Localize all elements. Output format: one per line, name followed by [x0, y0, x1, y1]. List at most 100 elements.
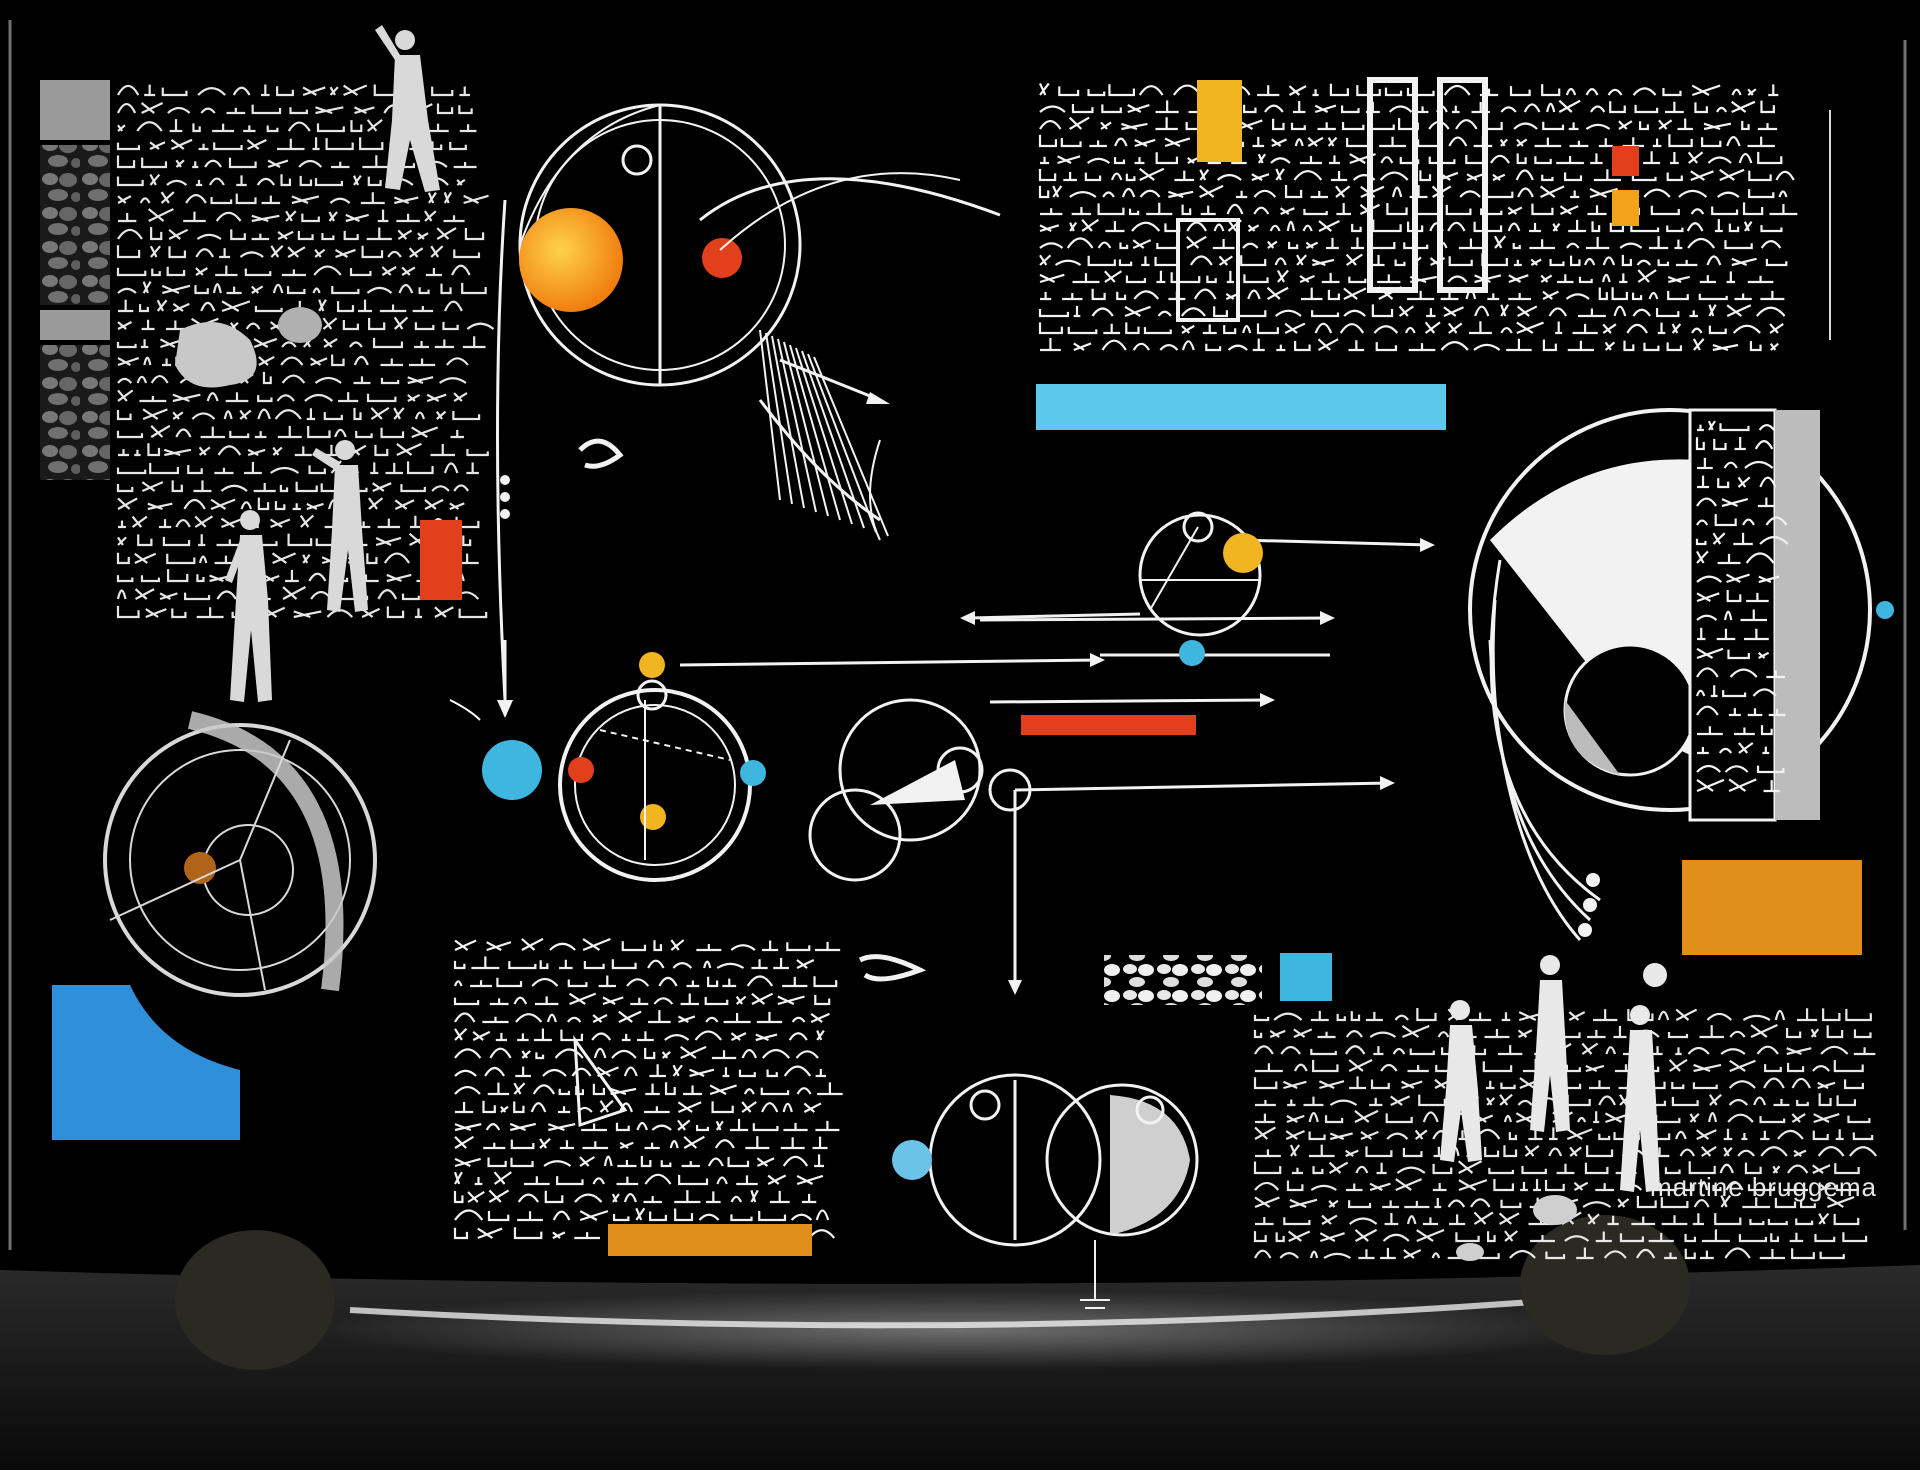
etched-glyph-icon: [715, 1120, 724, 1131]
etched-glyph-icon: [266, 125, 279, 133]
etched-glyph-icon: [1494, 235, 1507, 249]
etched-glyph-icon: [1657, 259, 1670, 267]
etched-glyph-icon: [1516, 138, 1528, 147]
etched-glyph-icon: [1728, 223, 1740, 233]
etched-glyph-icon: [1349, 1076, 1367, 1090]
etched-glyph-icon: [453, 392, 468, 402]
etched-glyph-icon: [1785, 1027, 1802, 1039]
etched-glyph-icon: [738, 1069, 756, 1078]
etched-glyph-icon: [1282, 1080, 1307, 1090]
etched-glyph-icon: [368, 318, 386, 331]
center-diagrams: [482, 511, 1435, 995]
etched-glyph-icon: [546, 1013, 557, 1023]
etched-glyph-icon: [1503, 1114, 1512, 1123]
etched-glyph-icon: [1718, 747, 1733, 754]
etched-glyph-icon: [707, 976, 719, 988]
etched-glyph-icon: [1542, 290, 1559, 300]
etched-glyph-icon: [1300, 287, 1323, 301]
etched-glyph-icon: [746, 975, 774, 987]
etched-glyph-icon: [1650, 205, 1680, 216]
etched-glyph-icon: [1695, 1129, 1717, 1141]
glyph-column-right: [1695, 420, 1789, 793]
etched-glyph-icon: [1559, 205, 1579, 216]
etched-glyph-icon: [1345, 1149, 1359, 1158]
etched-glyph-icon: [408, 358, 436, 367]
etched-glyph-icon: [686, 980, 700, 988]
etched-glyph-icon: [1480, 208, 1503, 216]
etched-glyph-icon: [366, 286, 393, 294]
etched-glyph-icon: [254, 431, 267, 439]
etched-glyph-icon: [350, 120, 363, 133]
etched-glyph-icon: [134, 449, 141, 457]
etched-glyph-icon: [386, 606, 405, 619]
etched-glyph-icon: [139, 395, 167, 403]
etched-glyph-icon: [730, 1032, 747, 1041]
etched-glyph-icon: [1632, 308, 1652, 317]
etched-glyph-icon: [212, 123, 235, 133]
etched-glyph-icon: [449, 141, 467, 151]
etched-glyph-icon: [459, 124, 477, 133]
etched-glyph-icon: [1750, 1024, 1778, 1039]
etched-glyph-icon: [1757, 497, 1775, 508]
etched-glyph-icon: [621, 1033, 631, 1042]
hatched-box: [1176, 218, 1240, 322]
etched-glyph-icon: [1698, 293, 1728, 301]
etched-glyph-icon: [276, 394, 295, 402]
etched-glyph-icon: [707, 1157, 724, 1167]
etched-glyph-icon: [361, 245, 384, 259]
etched-glyph-icon: [1591, 221, 1601, 233]
etched-glyph-icon: [1255, 1063, 1283, 1073]
etched-glyph-icon: [1524, 1144, 1540, 1157]
etched-glyph-icon: [1392, 1047, 1406, 1055]
etched-glyph-icon: [1619, 1233, 1645, 1243]
etched-glyph-icon: [170, 138, 193, 151]
etched-glyph-icon: [610, 1087, 637, 1096]
table-glow: [310, 1290, 1610, 1370]
etched-glyph-icon: [515, 1013, 543, 1023]
etched-glyph-icon: [1684, 1233, 1697, 1243]
etched-glyph-icon: [1081, 218, 1100, 232]
etched-glyph-icon: [1737, 1149, 1755, 1157]
etched-glyph-icon: [349, 268, 372, 277]
etched-glyph-icon: [677, 1101, 702, 1114]
etched-glyph-icon: [1345, 1030, 1363, 1038]
etched-glyph-icon: [513, 1227, 543, 1240]
etched-glyph-icon: [1509, 86, 1531, 97]
etched-glyph-icon: [1723, 610, 1733, 621]
etched-glyph-icon: [247, 448, 266, 457]
etched-glyph-icon: [1254, 1045, 1274, 1055]
etched-glyph-icon: [1699, 1025, 1724, 1039]
etched-glyph-icon: [1826, 1025, 1844, 1039]
fan-line: [813, 356, 889, 537]
etched-glyph-icon: [611, 1193, 620, 1203]
etched-figure-icon: [1530, 955, 1570, 1132]
etched-glyph-icon: [1675, 259, 1698, 267]
etched-glyph-icon: [1758, 575, 1780, 584]
etched-glyph-icon: [438, 377, 467, 384]
bottom-center-panel: [453, 937, 927, 1256]
pebble-band: [1104, 955, 1262, 1005]
etched-glyph-icon: [117, 377, 133, 384]
left-stand: [175, 1230, 335, 1370]
etched-glyph-icon: [1566, 242, 1580, 249]
etched-glyph-icon: [370, 462, 379, 475]
etched-glyph-icon: [1593, 169, 1621, 182]
etched-glyph-icon: [1286, 1114, 1305, 1124]
etched-glyph-icon: [261, 84, 270, 97]
etched-glyph-icon: [285, 569, 299, 583]
etched-glyph-icon: [454, 1027, 468, 1041]
etched-glyph-icon: [1058, 86, 1080, 97]
etched-glyph-icon: [1777, 1129, 1804, 1140]
etched-glyph-icon: [251, 104, 282, 115]
etched-glyph-icon: [1157, 310, 1172, 317]
etched-glyph-icon: [277, 230, 294, 240]
etched-glyph-icon: [1369, 1031, 1397, 1038]
etched-glyph-icon: [1770, 1233, 1780, 1243]
etched-glyph-icon: [1713, 438, 1727, 451]
etched-glyph-icon: [705, 1016, 719, 1023]
etched-glyph-icon: [161, 284, 191, 295]
etched-glyph-icon: [200, 107, 216, 114]
etched-glyph-icon: [1288, 241, 1299, 250]
etched-glyph-icon: [1447, 221, 1466, 232]
etched-glyph-icon: [253, 482, 276, 493]
